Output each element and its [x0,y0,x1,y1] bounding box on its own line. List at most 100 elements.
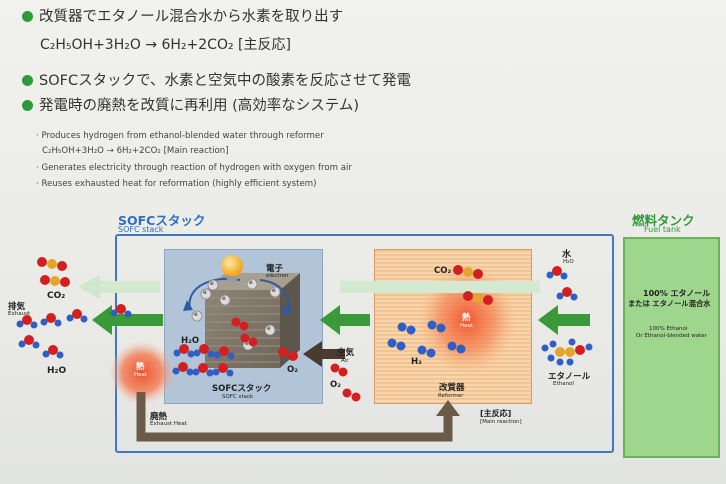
jp-bullet-3-text: 発電時の廃熱を改質に再利用 (高効率なシステム) [39,98,359,114]
ethanol-label-jp: エタノール [548,372,591,382]
h2o-molecule-icon [66,309,88,323]
exhaust-heat-label-jp: 廃熱 [150,412,168,422]
electron-arrowhead-icon [281,306,292,317]
co2-molecule-icon [463,291,493,305]
h2o-stack-label: H₂O [181,336,200,346]
h2o-molecule-icon [18,335,40,349]
electron-symbol: e [249,279,253,286]
h2o-molecule-icon [40,313,62,327]
sofc-system-frame [115,234,614,453]
green-bullet-icon [22,75,33,86]
en-bullet-1: · Produces hydrogen from ethanol-blended… [36,131,324,141]
air-label-en: Air [341,358,349,364]
en-bullet-3-text: Reuses exhausted heat for reformation (h… [41,179,317,189]
arrow-top-right-shaft [340,281,540,293]
exhaust-heat-arrowhead [436,400,460,416]
molecules [16,257,593,402]
heat-left-jp: 熱 [136,362,145,372]
stack-label-jp: SOFCスタック [212,384,272,394]
exhaust-label-jp: 排気 [8,302,26,312]
electron-label-jp: 電子 [266,264,284,274]
h2-molecule-icon [387,338,406,351]
light-bulb-icon [221,255,243,282]
arrow-top-left-shaft [100,281,160,293]
en-bullet-1-text: Produces hydrogen from ethanol-blended w… [41,131,324,141]
o2-stack-label: O₂ [287,365,298,375]
h2o-molecule-icon [172,362,194,376]
co2-molecule-icon [453,265,483,279]
h2o-molecule-icon [42,345,64,359]
reformer-label-jp: 改質器 [439,383,465,393]
electron-symbol: e [203,289,207,296]
fuel-tank-panel [623,237,720,458]
o2-molecule-icon [240,333,258,347]
arrow-stack-to-exhaust [92,305,163,335]
o2-molecule-icon [330,363,348,377]
h2o-exhaust-label: H₂O [47,366,67,376]
h2-molecule-icon [427,320,446,333]
fuel-content-en-1: 100% Ethanol [649,326,688,332]
arrow-reformer-to-stack [320,305,370,335]
heat-left-en: Heat [134,372,148,378]
h2o-molecule-icon [556,287,578,301]
fuel-content-en-2: Or Ethanol-blended water [636,333,707,339]
water-label-en: H₂O [563,259,574,265]
h2o-molecule-icon [173,344,195,358]
en-bullet-2-text: Generates electricity through reaction o… [41,163,352,173]
electron-symbol: e [245,340,249,347]
fuel-content-jp-1: 100% エタノール [643,289,711,298]
green-bullet-icon [22,100,33,111]
arrow-top-left-head [78,275,100,299]
o2-molecule-icon [231,317,249,331]
fuel-title-en: Fuel tank [644,225,681,234]
heat-reformer-jp: 熱 [462,313,471,323]
arrow-fuel-to-reformer [538,305,590,335]
jp-bullet-1: 改質器でエタノール混合水から水素を取り出す [22,8,343,26]
electron-symbol: e [267,325,271,332]
h2-reformer-label: H₂ [411,357,422,367]
electron-symbol: e [210,280,214,287]
fuel-content-jp-2: または エタノール混合水 [628,299,711,308]
jp-bullet-2-text: SOFCスタックで、水素と空気中の酸素を反応させて発電 [39,73,411,89]
h2o-molecule-icon [192,363,214,377]
jp-bullet-1-formula: C₂H₅OH+3H₂O → 6H₂+2CO₂ [主反応] [40,37,291,53]
exhaust-heat-arrow [136,392,453,442]
h2-molecule-icon [417,345,436,358]
h2o-molecule-icon [213,346,235,360]
jp-bullet-2: SOFCスタックで、水素と空気中の酸素を反応させて発電 [22,72,411,90]
en-bullet-2: · Generates electricity through reaction… [36,163,352,173]
ethanol-label-en: Ethanol [553,381,574,387]
o2-molecule-icon [278,347,298,361]
h2o-molecule-icon [193,344,215,358]
h2o-molecule-icon [16,315,38,329]
air-label-jp: 空気 [337,348,355,358]
exhaust-label-en: Exhaust [8,311,31,317]
o2-molecule-icon [342,388,361,402]
h2o-molecule-icon [212,363,234,377]
en-bullet-1-formula: C₂H₅OH+3H₂O → 6H₂+2CO₂ [Main reaction] [42,146,229,156]
air-arrow [303,341,345,367]
exhaust-heat-label-en: Exhaust Heat [150,421,187,427]
main-reaction-label-en: [Main reaction] [480,419,522,425]
heat-reformer-en: Heat [460,323,474,329]
h2-molecule-icon [447,341,466,354]
stack-label-en: SOFC stack [222,394,254,400]
fuel-title-jp: 燃料タンク [632,213,695,228]
electron-symbol: e [272,287,276,294]
jp-bullet-3: 発電時の廃熱を改質に再利用 (高効率なシステム) [22,97,359,115]
co2-exhaust-label: CO₂ [47,291,66,301]
h2-molecule-icon [397,322,416,335]
electron-arrowhead-icon [183,300,193,311]
h2o-molecule-icon [546,266,568,280]
electron-symbol: e [222,295,226,302]
jp-bullet-1-text: 改質器でエタノール混合水から水素を取り出す [39,9,344,25]
ethanol-molecule-icon [541,338,593,366]
co2-molecule-icon [40,275,70,287]
co2-molecule-icon [37,257,67,271]
sofc-title-en: SOFC stack [118,225,164,234]
reformer-label-en: Reformer [438,393,464,399]
green-bullet-icon [22,11,33,22]
electron-label-en: electron [266,273,289,279]
